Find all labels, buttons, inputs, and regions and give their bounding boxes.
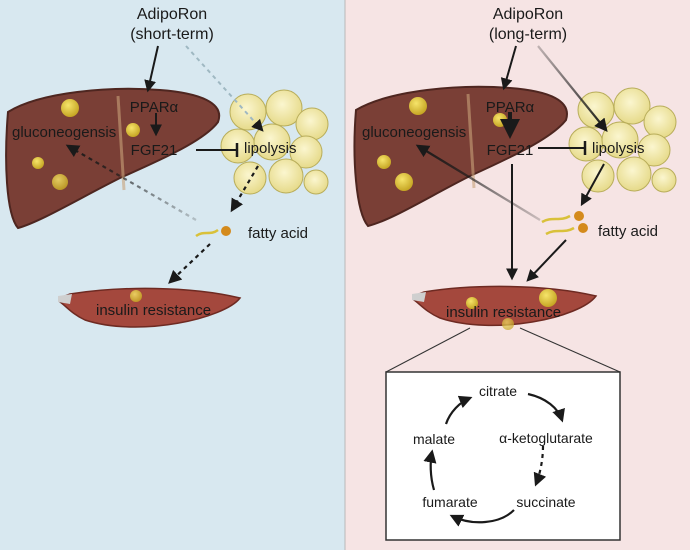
arrow-adiporon-to-lipolysis [537,45,608,133]
right-receptor-label: PPARα [486,99,535,116]
arrow-fatty-acid-to-gluconeogenesis [415,144,541,221]
zoom-line-left [385,327,471,373]
left-panel-bg [0,0,345,550]
left-metabolite-label: fatty acid [248,225,308,242]
arrow-fatty-acid-to-insulin-resistance [526,239,567,282]
arrow-adiporon-to-ppar [500,45,517,91]
arrow-adiporon-to-ppar [144,45,159,93]
right-drug-duration: (long-term) [489,26,567,43]
right-fatty-acid-molecules [541,211,588,236]
arrow-fumarate-to-malate [423,449,437,491]
tca-malate-label: malate [413,431,455,447]
arrow-lipolysis-to-fatty-acid [580,163,605,207]
tca-cycle-arrows [423,392,565,527]
right-liver-process-label: gluconeogensis [362,124,466,141]
arrow-adiporon-to-lipolysis [185,45,264,132]
lipid-droplet [32,157,44,169]
left-hormone-label: FGF21 [131,142,178,159]
arrow-malate-to-citrate [444,395,473,425]
lipid-droplet [395,173,413,191]
tca-fumarate-label: fumarate [422,494,477,510]
arrow-succinate-to-fumarate [449,509,515,527]
arrow-lipolysis-to-fatty-acid [230,165,259,213]
right-muscle [412,285,598,330]
lipid-droplet [52,174,68,190]
lipid-droplet [409,97,427,115]
right-hormone-label: FGF21 [487,142,534,159]
arrow-citrate-to-akg [527,392,565,423]
right-metabolite-label: fatty acid [598,223,658,240]
right-adipose [568,87,677,193]
tca-succinate-label: succinate [516,494,575,510]
arrow-fatty-acid-to-insulin-resistance [168,243,211,284]
right-fat-process-label: lipolysis [592,140,645,157]
right-outcome-label: insulin resistance [446,304,561,321]
arrow-akg-to-succinate [533,445,547,487]
lipid-droplet [126,123,140,137]
left-drug-duration: (short-term) [130,26,214,43]
tca-akg-label: α-ketoglutarate [499,430,593,446]
left-receptor-label: PPARα [130,99,179,116]
arrow-fatty-acid-to-gluconeogenesis [65,144,197,221]
lipid-droplet [61,99,79,117]
left-outcome-label: insulin resistance [96,302,211,319]
zoom-line-right [519,327,621,373]
left-liver-process-label: gluconeogensis [12,124,116,141]
left-fatty-acid-molecule [195,226,231,238]
left-muscle [58,287,242,328]
lipid-droplet [377,155,391,169]
left-adipose [220,89,329,195]
left-drug-name: AdipoRon [137,6,207,23]
left-panel: AdipoRon (short-term) PPARα FGF21 glucon… [5,6,329,328]
right-drug-name: AdipoRon [493,6,563,23]
tca-citrate-label: citrate [479,383,517,399]
left-fat-process-label: lipolysis [244,140,297,157]
right-panel: AdipoRon (long-term) PPARα FGF21 glucone… [353,6,677,541]
left-liver [5,87,221,230]
